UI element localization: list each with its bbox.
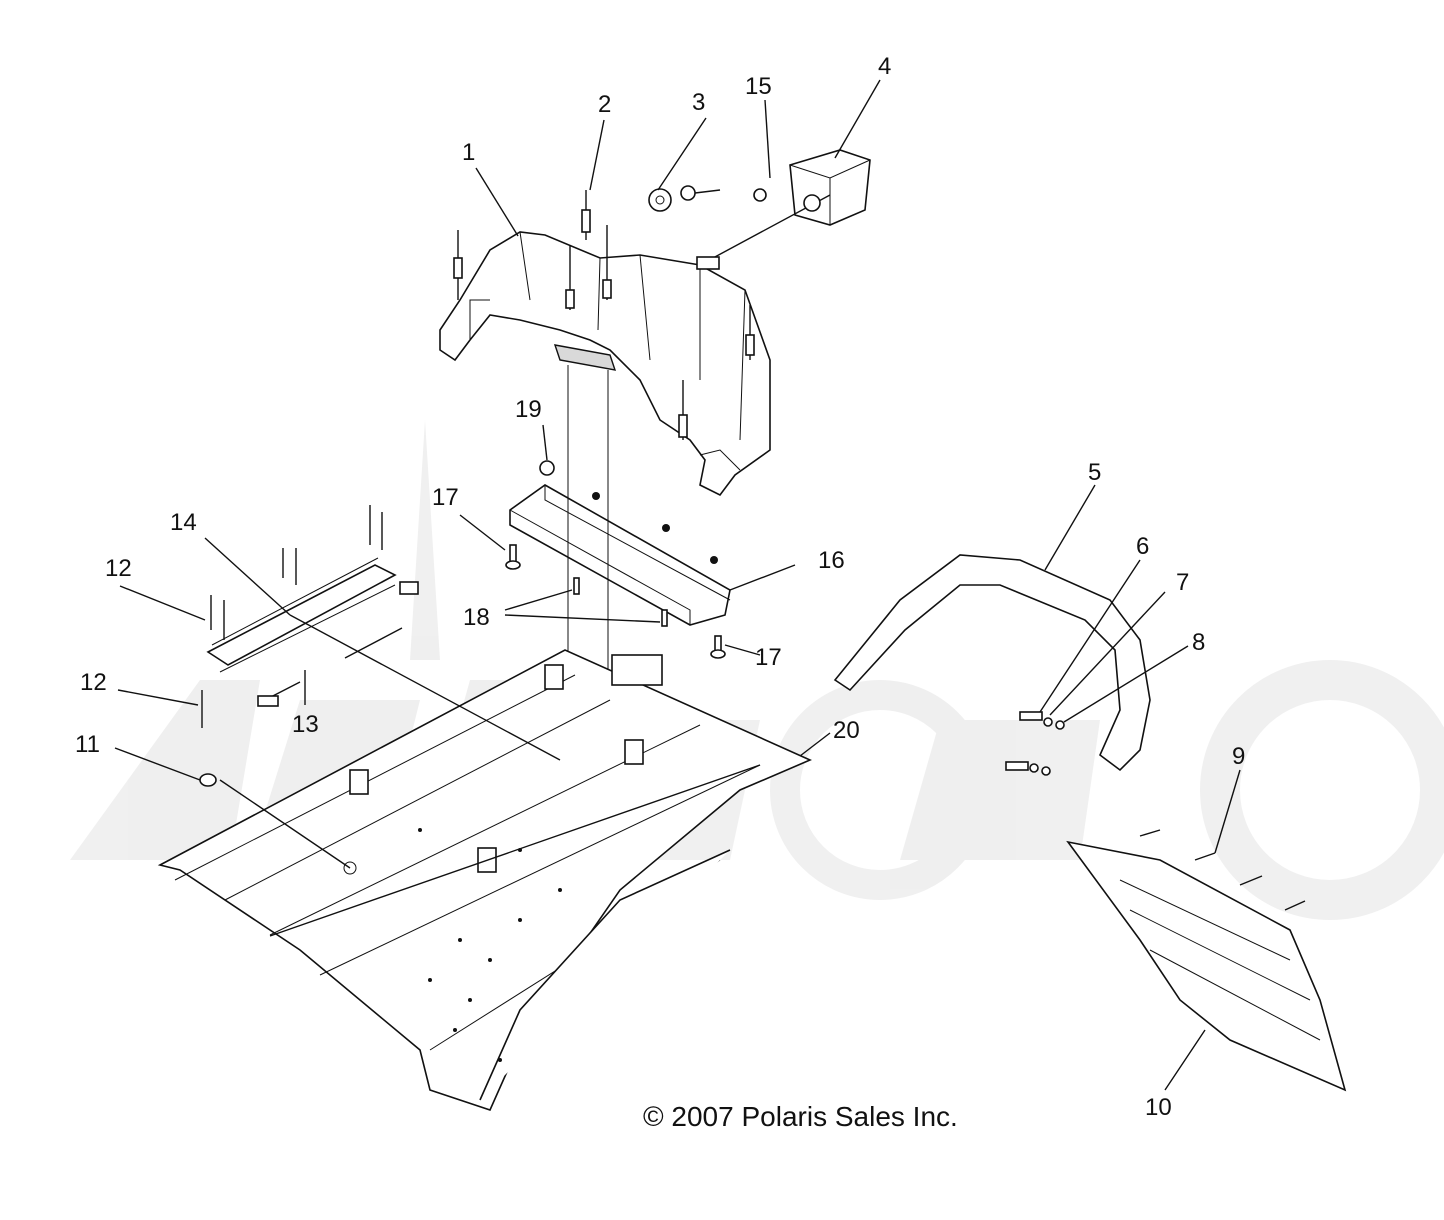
part-6-bolt	[1005, 711, 1043, 771]
callout-19: 19	[515, 396, 542, 423]
part-18-screws	[573, 577, 668, 627]
callout-2: 2	[598, 91, 611, 118]
callout-12-lower: 12	[80, 669, 107, 696]
callout-14: 14	[170, 509, 197, 536]
part-5-bumper	[833, 554, 1151, 772]
part-4-taillight	[696, 149, 871, 270]
callout-7: 7	[1176, 569, 1189, 596]
part-13-cable	[257, 581, 419, 707]
callout-12-upper: 12	[105, 555, 132, 582]
callout-9: 9	[1232, 743, 1245, 770]
part-20-tunnel	[157, 649, 812, 1111]
part-10-snowflap	[1066, 840, 1347, 1092]
copyright-notice: © 2007 Polaris Sales Inc.	[643, 1101, 958, 1132]
callout-18: 18	[463, 604, 490, 631]
callout-6: 6	[1136, 533, 1149, 560]
part-9-rivets	[1139, 829, 1306, 911]
rivet-set-2	[453, 190, 755, 440]
callout-11: 11	[75, 731, 100, 758]
part-17-bolts	[505, 544, 726, 659]
part-8-nut	[1041, 720, 1065, 776]
callout-15: 15	[745, 73, 772, 100]
part-1-rear-cover	[439, 231, 771, 497]
callout-labels: 1 2 3 4 5 6 7 8 9 10 11 12 12 13 14 15 1…	[75, 53, 1245, 1121]
part-16-bracket	[509, 484, 731, 626]
part-14-rail	[206, 557, 397, 673]
callout-20: 20	[833, 717, 860, 744]
callout-3: 3	[692, 89, 705, 116]
part-11-plug	[199, 773, 217, 787]
callout-13: 13	[292, 711, 319, 738]
callout-8: 8	[1192, 629, 1205, 656]
part-7-washer	[1029, 717, 1053, 773]
callout-10: 10	[1145, 1094, 1172, 1121]
part-3-nut	[648, 188, 672, 212]
leader-lines	[114, 79, 1241, 1091]
part-19-nut	[539, 460, 555, 476]
callout-4: 4	[878, 53, 891, 80]
callout-16: 16	[818, 547, 845, 574]
part-15-washer	[680, 185, 721, 201]
callout-5: 5	[1088, 459, 1101, 486]
callout-17-upper: 17	[432, 484, 459, 511]
part-12-rivets	[201, 505, 383, 728]
callout-17-lower: 17	[755, 644, 782, 671]
callout-1: 1	[462, 139, 475, 166]
